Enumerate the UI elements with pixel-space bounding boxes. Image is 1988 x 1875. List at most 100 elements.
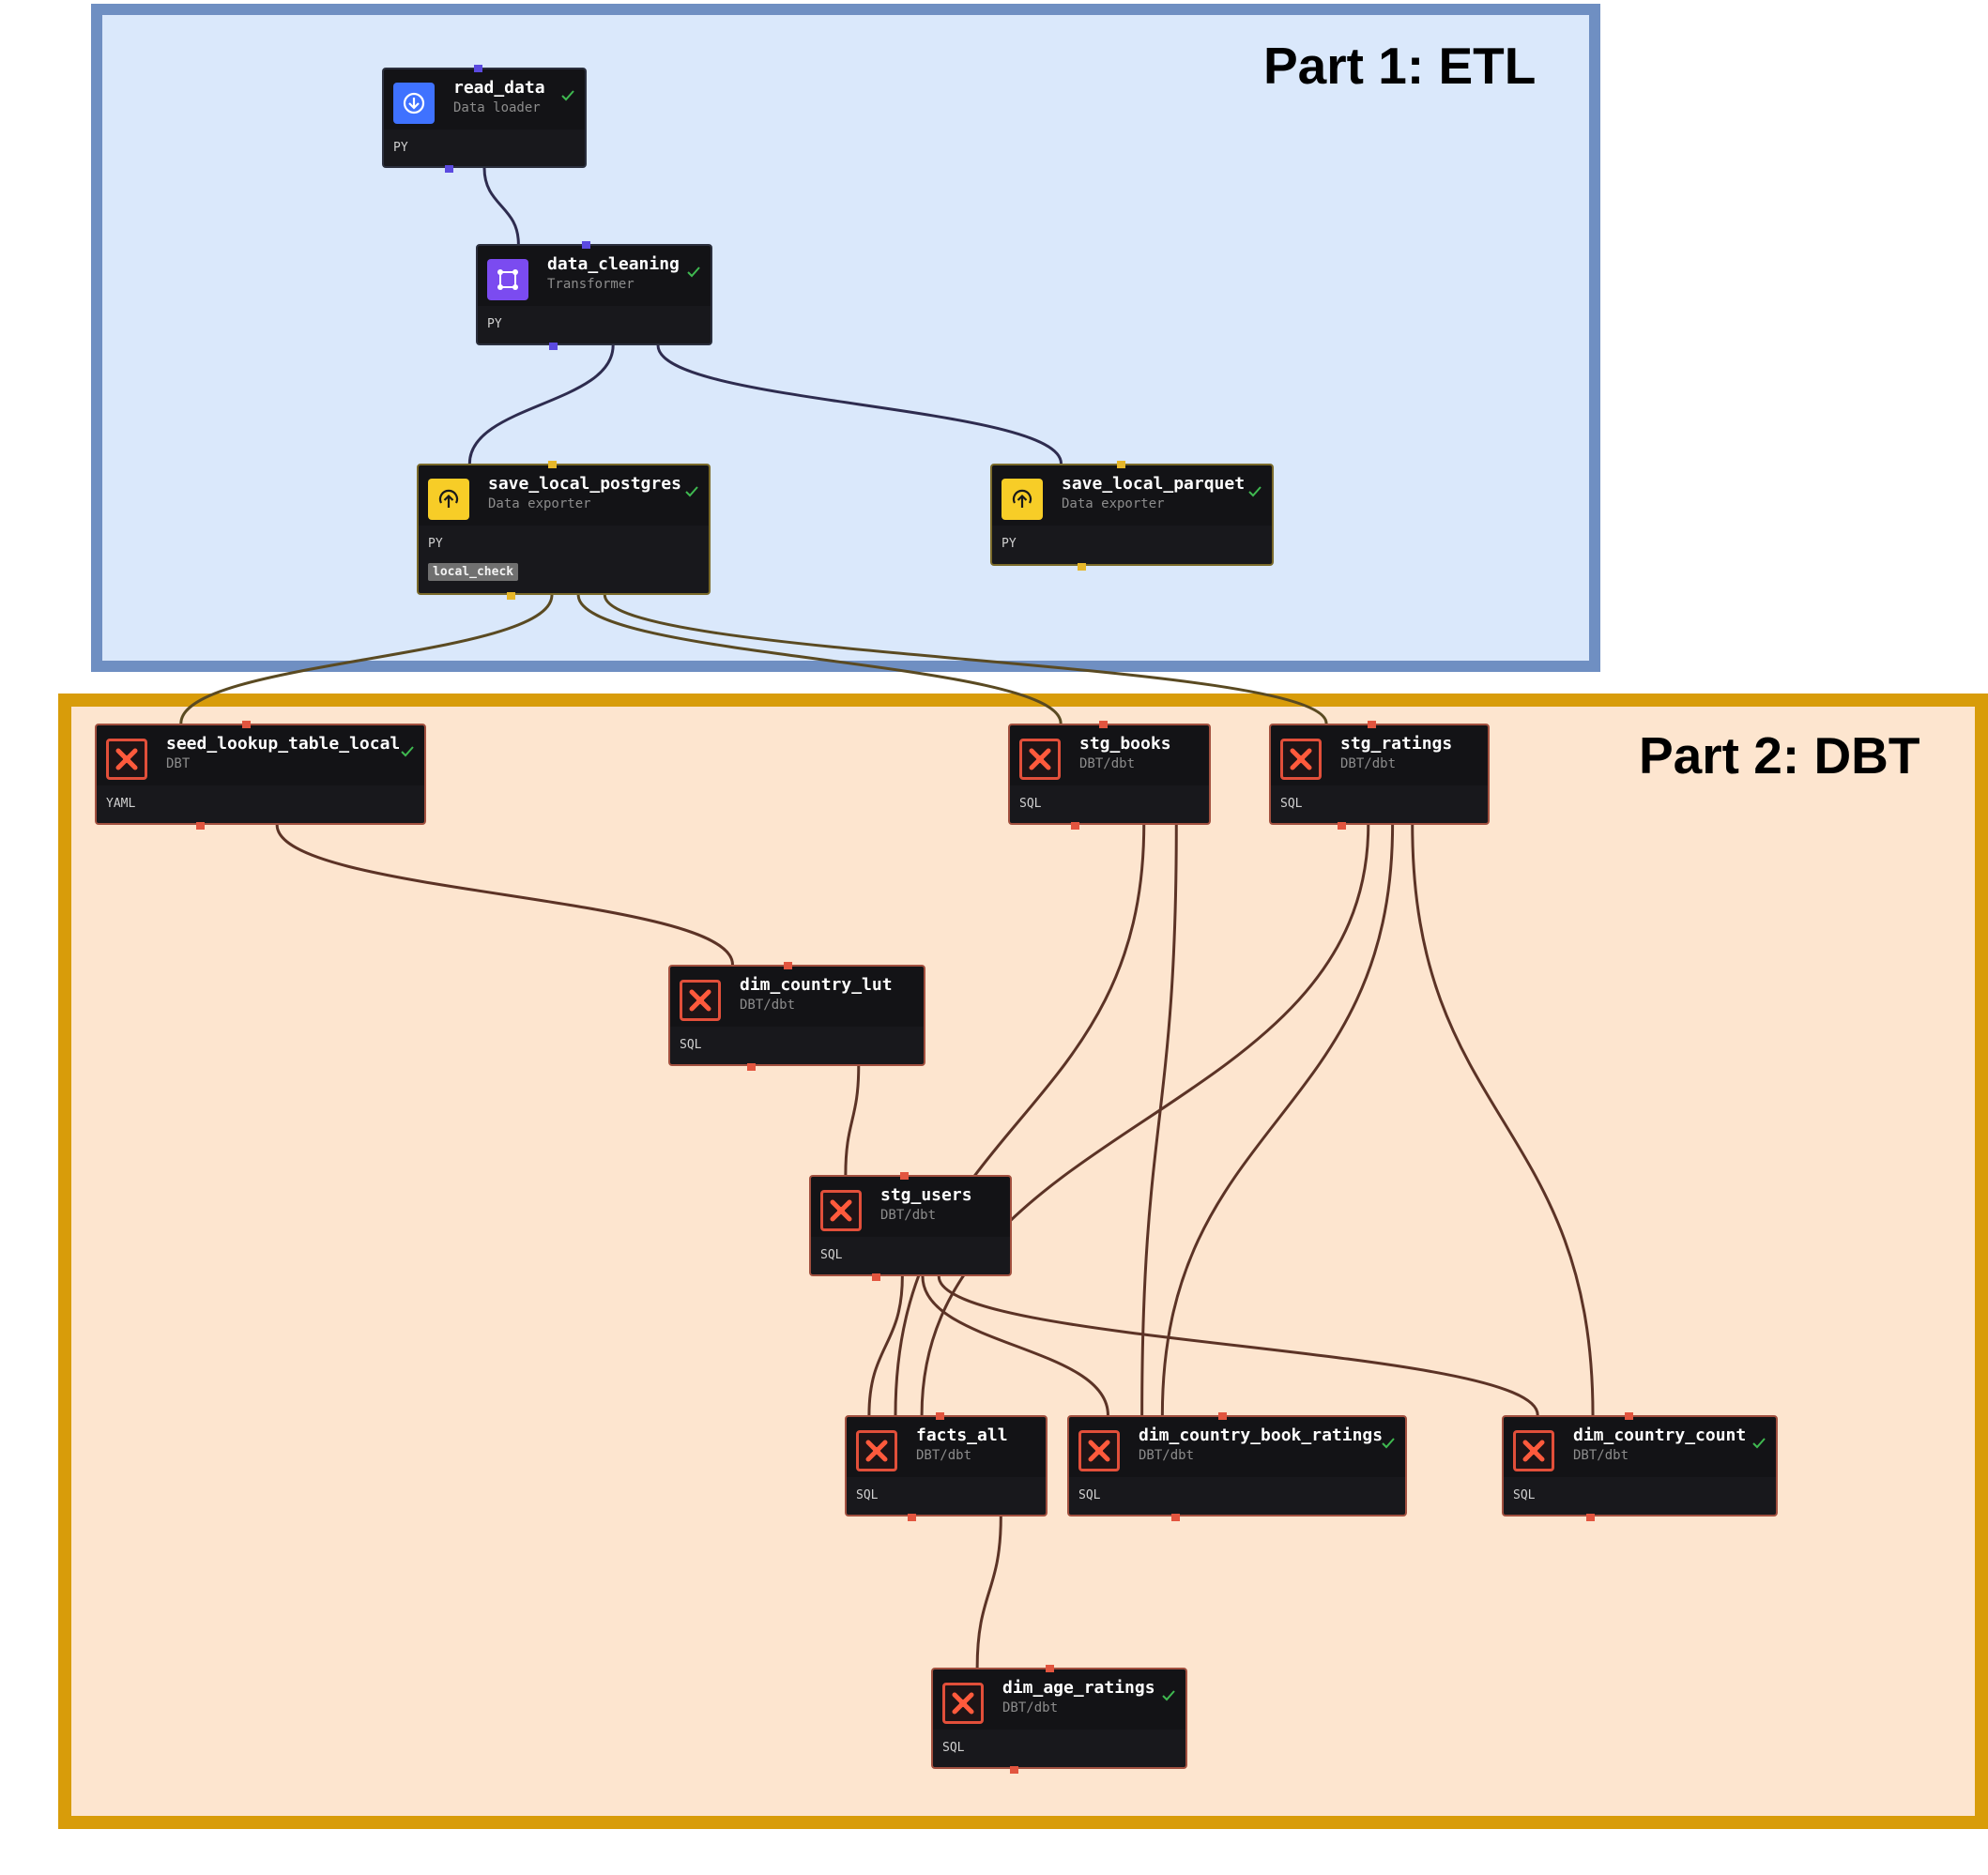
port-top[interactable]: [783, 962, 792, 969]
block-name: save_local_postgres: [488, 474, 681, 494]
dbt-icon: [1513, 1430, 1554, 1471]
block-data-cleaning[interactable]: data_cleaning Transformer PY: [476, 241, 712, 350]
block-dim-country-lut[interactable]: dim_country_lut DBT/dbt SQL: [668, 962, 925, 1071]
port-bottom[interactable]: [1070, 822, 1079, 830]
block-stg-ratings[interactable]: stg_ratings DBT/dbt SQL: [1269, 721, 1490, 830]
dbt-icon: [856, 1430, 897, 1471]
block-name: stg_users: [880, 1185, 972, 1205]
port-bottom[interactable]: [1170, 1514, 1180, 1521]
block-dim-country-count[interactable]: dim_country_count DBT/dbt SQL: [1502, 1412, 1778, 1521]
block-name: save_local_parquet: [1062, 474, 1246, 494]
block-name: dim_country_lut: [740, 975, 893, 995]
port-top[interactable]: [473, 65, 482, 72]
dbt-icon: [942, 1683, 984, 1724]
port-top[interactable]: [936, 1412, 945, 1420]
dbt-region: [58, 694, 1988, 1829]
block-dim-age-ratings[interactable]: dim_age_ratings DBT/dbt SQL: [931, 1665, 1187, 1774]
port-bottom[interactable]: [1586, 1514, 1596, 1521]
block-type: DBT: [166, 756, 191, 771]
edge-data_cleaning-to-save_local_parquet: [656, 344, 1063, 465]
block-type: DBT/dbt: [880, 1208, 937, 1223]
block-facts-all[interactable]: facts_all DBT/dbt SQL: [845, 1412, 1048, 1521]
block-type: Data loader: [453, 100, 541, 115]
edge-stg_users-to-dim_country_book_ratings: [921, 1275, 1109, 1416]
edge-facts_all-to-dim_age_ratings: [975, 1516, 1002, 1669]
block-name: read_data: [453, 78, 545, 98]
dbt-icon: [1019, 739, 1061, 780]
port-top[interactable]: [1099, 721, 1109, 728]
block-language: PY: [1002, 537, 1017, 551]
port-bottom[interactable]: [195, 822, 205, 830]
dbt-icon: [106, 739, 147, 780]
port-top[interactable]: [581, 241, 590, 249]
block-type: DBT/dbt: [916, 1448, 972, 1463]
block-type: DBT/dbt: [1340, 756, 1397, 771]
block-save-local-parquet[interactable]: save_local_parquet Data exporter PY: [990, 461, 1274, 571]
port-top[interactable]: [242, 721, 252, 728]
edge-stg_ratings-to-dim_country_count: [1411, 824, 1595, 1416]
edge-stg_ratings-to-facts_all: [920, 824, 1370, 1416]
block-save-local-postgres[interactable]: save_local_postgres Data exporter PY loc…: [417, 461, 711, 600]
block-name: stg_ratings: [1340, 734, 1453, 754]
port-top[interactable]: [1368, 721, 1377, 728]
port-top[interactable]: [1218, 1412, 1228, 1420]
port-bottom[interactable]: [548, 343, 558, 350]
edge-stg_books-to-dim_country_book_ratings: [1140, 824, 1178, 1416]
dbt-icon: [1078, 1430, 1120, 1471]
block-dim-country-book-ratings[interactable]: dim_country_book_ratings DBT/dbt SQL: [1067, 1412, 1407, 1521]
etl-region: [91, 4, 1600, 672]
block-name: stg_books: [1079, 734, 1171, 754]
block-name: facts_all: [916, 1425, 1008, 1445]
edge-seed_lookup_table_local-to-dim_country_lut: [275, 824, 734, 966]
dbt-region-title: Part 2: DBT: [1639, 726, 1920, 785]
block-read-data[interactable]: read_data Data loader PY: [382, 65, 587, 173]
edge-read_data-to-data_cleaning: [482, 167, 520, 245]
edge-stg_books-to-facts_all: [894, 824, 1146, 1416]
port-bottom[interactable]: [445, 165, 454, 173]
block-type: DBT/dbt: [1139, 1448, 1195, 1463]
block-tag[interactable]: local_check: [428, 563, 519, 581]
port-bottom[interactable]: [506, 592, 515, 600]
block-name: dim_country_count: [1573, 1425, 1747, 1445]
check-icon: [685, 486, 698, 497]
block-language: SQL: [680, 1038, 702, 1052]
check-icon: [1162, 1690, 1175, 1701]
block-language: SQL: [1280, 797, 1303, 811]
block-language: SQL: [1019, 797, 1042, 811]
block-stg-books[interactable]: stg_books DBT/dbt SQL: [1008, 721, 1211, 830]
block-language: SQL: [856, 1488, 879, 1502]
edge-dim_country_lut-to-stg_users: [844, 1065, 861, 1176]
port-bottom[interactable]: [747, 1063, 757, 1071]
block-type: DBT/dbt: [1573, 1448, 1629, 1463]
port-bottom[interactable]: [1337, 822, 1346, 830]
check-icon: [1752, 1438, 1766, 1449]
dbt-icon: [680, 980, 721, 1021]
port-top[interactable]: [1625, 1412, 1634, 1420]
block-language: SQL: [942, 1741, 965, 1755]
port-top[interactable]: [1116, 461, 1125, 468]
block-seed-lookup-table-local[interactable]: seed_lookup_table_local DBT YAML: [95, 721, 426, 830]
port-top[interactable]: [547, 461, 557, 468]
check-icon: [401, 746, 414, 757]
edge-stg_users-to-facts_all: [867, 1275, 904, 1416]
block-language: YAML: [106, 797, 136, 811]
edge-save_local_postgres-to-stg_ratings: [603, 594, 1328, 724]
port-bottom[interactable]: [1009, 1766, 1018, 1774]
block-name: data_cleaning: [547, 254, 680, 274]
block-language: SQL: [1513, 1488, 1536, 1502]
port-bottom[interactable]: [1077, 563, 1086, 571]
port-bottom[interactable]: [871, 1273, 880, 1281]
block-type: DBT/dbt: [740, 998, 796, 1013]
block-name: seed_lookup_table_local: [166, 734, 401, 754]
port-bottom[interactable]: [907, 1514, 916, 1521]
block-stg-users[interactable]: stg_users DBT/dbt SQL: [809, 1172, 1012, 1281]
edge-save_local_postgres-to-seed_lookup_table_local: [179, 594, 554, 724]
port-top[interactable]: [1046, 1665, 1055, 1672]
block-language: PY: [487, 317, 502, 331]
block-language: PY: [428, 537, 443, 551]
port-top[interactable]: [900, 1172, 910, 1180]
edge-stg_ratings-to-dim_country_book_ratings: [1160, 824, 1395, 1416]
block-language: SQL: [820, 1248, 843, 1262]
etl-region-title: Part 1: ETL: [1263, 37, 1537, 95]
